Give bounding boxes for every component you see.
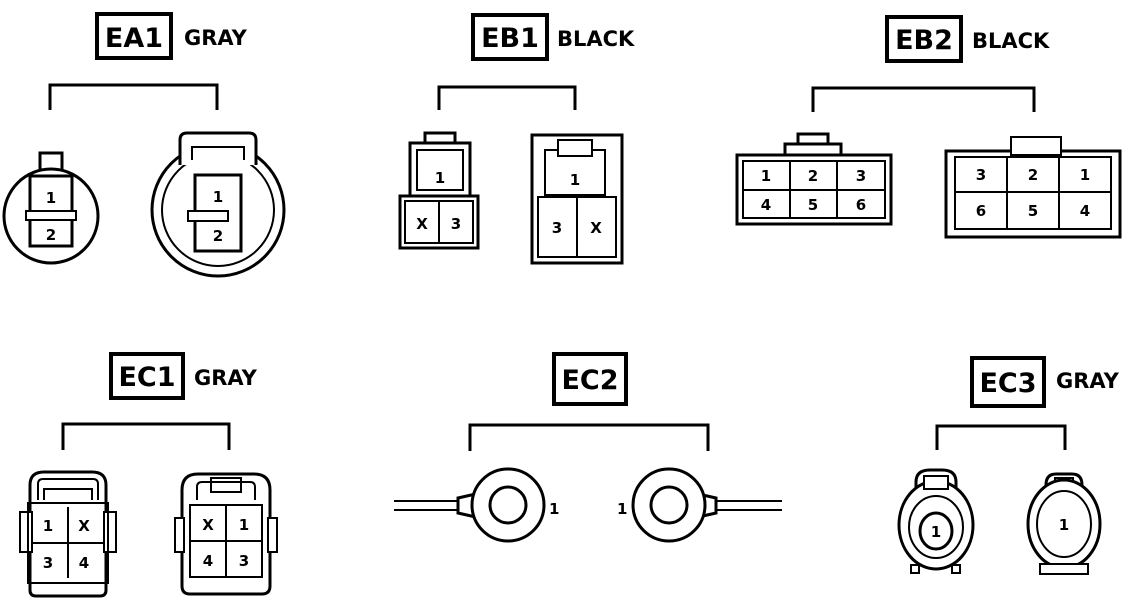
- ec1-color: GRAY: [194, 366, 258, 390]
- eb2-right-pin: 2: [1028, 166, 1038, 184]
- eb1-right-connector: 1 3 X: [530, 133, 624, 265]
- eb2-left-pin: 1: [761, 167, 771, 185]
- eb2-left-pin: 2: [808, 167, 818, 185]
- eb2-left-pin: 4: [761, 196, 771, 214]
- ec1-left-connector: 1 X 3 4: [19, 470, 117, 598]
- ec3-left-connector: 1: [897, 468, 975, 574]
- eb2-right-pin: 6: [976, 202, 986, 220]
- ec1-right-connector: X 1 4 3: [174, 472, 278, 596]
- eb2-right-pin: 5: [1028, 202, 1038, 220]
- ea1-left-pin: 1: [46, 189, 56, 207]
- eb1-right-pin: 1: [570, 171, 580, 189]
- eb2-left-pin: 3: [856, 167, 866, 185]
- eb2-left-connector: 1 2 3 4 5 6: [735, 132, 893, 226]
- ec1-left-pin: X: [78, 517, 90, 535]
- eb2-right-pin: 4: [1080, 202, 1090, 220]
- eb2-color: BLACK: [972, 29, 1050, 53]
- eb2-code: EB2: [895, 25, 953, 56]
- ec3-right-pin: 1: [1059, 516, 1069, 534]
- eb2-left-pin: 5: [808, 196, 818, 214]
- eb1-color: BLACK: [557, 27, 635, 51]
- ec2-right-terminal: 1: [617, 467, 782, 543]
- eb1-bracket: [437, 85, 577, 110]
- ec1-right-pin: 3: [239, 552, 249, 570]
- ea1-left-pin: 2: [46, 226, 56, 244]
- ec3-code-box: [970, 356, 1046, 408]
- eb2-right-pin: 3: [976, 166, 986, 184]
- eb1-left-pin: 1: [435, 169, 445, 187]
- connector-ec3: EC3 GRAY 1 1: [897, 356, 1120, 575]
- ec3-color: GRAY: [1056, 369, 1120, 393]
- ec1-code: EC1: [118, 362, 175, 393]
- ec1-left-pin: 3: [43, 554, 53, 572]
- ec2-code: EC2: [561, 365, 618, 396]
- ec2-code-box: [552, 352, 628, 406]
- ec3-right-connector: 1: [1026, 472, 1102, 575]
- eb2-bracket: [811, 86, 1036, 112]
- ec3-left-pin: 1: [931, 523, 941, 541]
- eb2-right-connector: 3 2 1 6 5 4: [944, 136, 1122, 239]
- ec1-left-pin: 1: [43, 517, 53, 535]
- ea1-color: GRAY: [184, 26, 248, 50]
- connector-ec1: EC1 GRAY 1 X 3 4 X: [19, 352, 278, 598]
- connector-ec2: EC2 1 1: [394, 352, 782, 543]
- ec2-left-terminal: 1: [394, 467, 559, 543]
- connector-eb2: EB2 BLACK 1 2 3 4 5 6 3 2: [735, 15, 1122, 239]
- eb2-code-box: [885, 15, 963, 63]
- ea1-right-connector: 1 2: [150, 131, 286, 278]
- ec1-right-pin: X: [202, 516, 214, 534]
- ec1-left-pin: 4: [79, 554, 89, 572]
- ec2-right-pin: 1: [617, 500, 627, 518]
- ea1-right-pin: 2: [213, 227, 223, 245]
- ec1-right-pin: 1: [239, 516, 249, 534]
- connector-eb1: EB1 BLACK 1 X 3 1 3 X: [398, 13, 635, 265]
- eb1-code: EB1: [481, 23, 539, 54]
- ea1-right-pin: 1: [213, 188, 223, 206]
- ea1-bracket: [48, 83, 219, 110]
- connector-ea1: EA1 GRAY 1 2 1 2: [2, 12, 286, 278]
- eb1-left-pin: 3: [451, 215, 461, 233]
- ec1-code-box: [109, 352, 185, 400]
- ea1-code-box: [95, 12, 173, 60]
- eb1-left-pin: X: [416, 215, 428, 233]
- ec3-bracket: [935, 424, 1067, 450]
- ec1-bracket: [61, 422, 231, 450]
- ec2-bracket: [468, 423, 710, 451]
- ec2-left-pin: 1: [549, 500, 559, 518]
- eb1-right-pin: X: [590, 219, 602, 237]
- ea1-left-connector: 1 2: [2, 151, 100, 265]
- ec3-code: EC3: [979, 368, 1036, 399]
- eb1-code-box: [471, 13, 549, 61]
- eb1-left-connector: 1 X 3: [398, 131, 480, 250]
- ea1-code: EA1: [105, 23, 163, 54]
- ec1-right-pin: 4: [203, 552, 213, 570]
- eb2-left-pin: 6: [856, 196, 866, 214]
- eb1-right-pin: 3: [552, 219, 562, 237]
- eb2-right-pin: 1: [1080, 166, 1090, 184]
